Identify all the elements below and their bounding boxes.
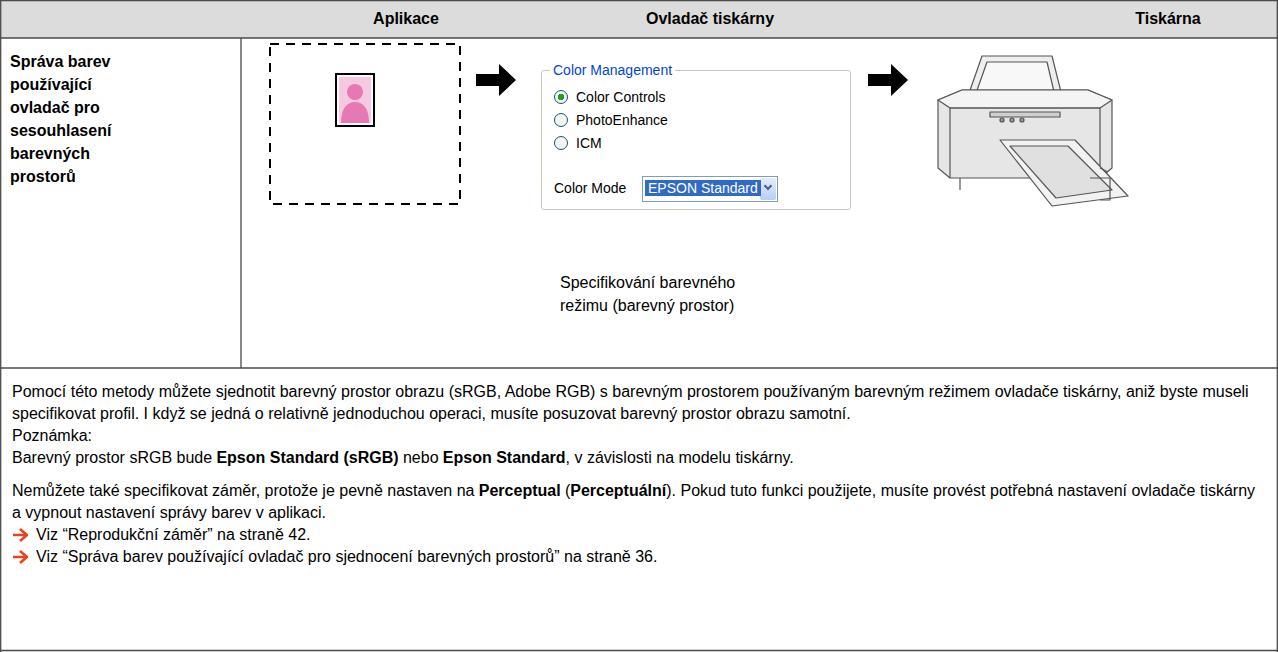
table-rule	[0, 650, 1278, 651]
table-rule	[1277, 0, 1278, 652]
header-band	[0, 0, 1278, 38]
body-text: Pomocí této metody můžete sjednotit bare…	[12, 383, 1249, 422]
radio-option: Color Controls	[554, 88, 850, 106]
text-line: Pomocí této metody můžete sjednotit bare…	[12, 381, 1266, 425]
row-heading-cell: Správa barev používající ovladač pro ses…	[0, 40, 241, 366]
table-rule	[0, 0, 1278, 1]
text-line: Barevný prostor sRGB budeEpson Standard …	[12, 447, 1266, 469]
body-text: Barevný prostor sRGB bude	[12, 449, 212, 466]
application-window	[270, 44, 460, 204]
table-rule	[240, 38, 241, 368]
column-header: Tiskárna	[1080, 8, 1256, 34]
table-rule	[0, 0, 1, 652]
cell-text: Správa barev používající ovladač pro ses…	[10, 50, 140, 188]
body-text: nebo	[403, 449, 439, 466]
body-text: Viz “Správa barev používající ovladač pr…	[36, 548, 657, 565]
table-rule	[0, 367, 1278, 368]
body-text: Poznámka:	[12, 427, 92, 444]
group-box: Color ManagementColor ControlsPhotoEnhan…	[541, 70, 851, 210]
group-title: Color Management	[550, 61, 675, 79]
column-header: Ovladač tiskárny	[600, 8, 820, 34]
flow-arrow	[476, 64, 516, 96]
radio-option: PhotoEnhance	[554, 111, 850, 129]
body-text: , v závislosti na modelu tiskárny.	[566, 449, 794, 466]
text-line: Viz “Správa barev používající ovladač pr…	[12, 546, 1266, 568]
figure-caption: Specifikování barevného režimu (barevný …	[560, 271, 778, 317]
dropdown-box: EPSON Standard	[642, 176, 778, 202]
column-header: Aplikace	[290, 8, 522, 34]
cell-text: Aplikace	[373, 10, 439, 27]
emphasis-text: Epson Standard	[443, 449, 566, 466]
reference-arrow	[12, 527, 30, 543]
reference-arrow	[12, 549, 30, 565]
cell-text: Tiskárna	[1135, 10, 1201, 27]
image-icon	[336, 74, 374, 126]
table-rule	[0, 37, 1278, 38]
printer-illustration	[938, 56, 1128, 206]
cell-text: Ovladač tiskárny	[646, 10, 774, 27]
flow-arrow	[868, 64, 908, 96]
text-line: Poznámka:	[12, 425, 1266, 447]
body-text: (	[565, 482, 570, 499]
text-line: Viz “Reprodukční záměr” na straně 42.	[12, 524, 1266, 546]
body-text: Viz “Reprodukční záměr” na straně 42.	[36, 526, 311, 543]
emphasis-text: Perceptuální	[570, 482, 666, 499]
body-text: Nemůžete také specifikovat záměr, protož…	[12, 482, 474, 499]
description-cell: Pomocí této metody můžete sjednotit bare…	[0, 369, 1278, 649]
emphasis-text: Epson Standard (sRGB)	[216, 449, 398, 466]
radio-option: ICM	[554, 134, 850, 152]
emphasis-text: Perceptual	[479, 482, 561, 499]
text-line: Nemůžete také specifikovat záměr, protož…	[12, 480, 1266, 524]
cell-text: EPSON Standard	[645, 180, 761, 196]
